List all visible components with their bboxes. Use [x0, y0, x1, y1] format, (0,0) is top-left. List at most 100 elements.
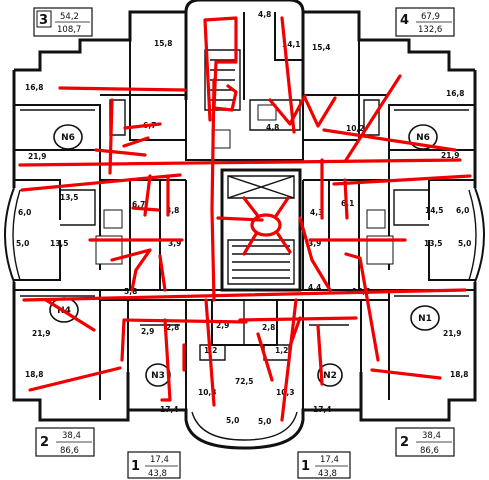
apartment-total-area: 43,8 — [318, 469, 337, 479]
room-area: 16,8 — [25, 83, 44, 92]
room-area: 1,2 — [275, 346, 288, 355]
room-area: 6,7 — [132, 200, 145, 209]
red-stroke — [344, 252, 380, 362]
red-stroke — [44, 298, 96, 332]
red-stroke — [288, 316, 302, 348]
room-area: 10,3 — [198, 388, 217, 397]
section-mark: N2 — [317, 363, 343, 387]
room-area: 2,9 — [141, 327, 154, 336]
room-area: 4,4 — [308, 283, 321, 292]
svg-text:N3: N3 — [151, 371, 165, 381]
apartment-living-area: 38,4 — [62, 431, 81, 441]
room-area: 2,9 — [216, 321, 229, 330]
svg-text:N6: N6 — [61, 133, 75, 143]
section-marks: N6 N6 N4 N1 N3 N2 — [49, 124, 440, 387]
apartment-box-1-left: 1 17,4 43,8 — [127, 451, 181, 479]
room-area: 5,8 — [124, 287, 137, 296]
red-markup — [18, 16, 472, 422]
apartment-living-area: 17,4 — [150, 455, 169, 465]
room-area: 15,4 — [312, 43, 331, 52]
room-area: 16,8 — [446, 89, 465, 98]
red-stroke — [298, 216, 332, 292]
svg-text:N2: N2 — [323, 371, 337, 381]
red-stroke — [160, 318, 172, 402]
room-area: 21,9 — [441, 151, 460, 160]
apartment-number: 1 — [131, 459, 140, 474]
room-area: 14,1 — [282, 40, 301, 49]
room-area: 15,8 — [154, 39, 173, 48]
room-area: 21,9 — [28, 152, 47, 161]
apartment-number: 1 — [301, 459, 310, 474]
room-area: 10,2 — [346, 124, 365, 133]
red-stroke — [131, 206, 160, 212]
red-stroke — [332, 174, 472, 186]
inner-walls — [14, 12, 475, 410]
red-stroke — [204, 298, 216, 407]
apartment-number: 4 — [400, 13, 409, 28]
room-area: 13,5 — [60, 193, 79, 202]
apartment-box-1-right: 1 17,4 43,8 — [297, 451, 351, 479]
room-area: 5,0 — [258, 417, 271, 426]
apartment-living-area: 17,4 — [320, 455, 339, 465]
apartment-box-3: 3 54,2 108,7 — [33, 7, 93, 37]
outer-walls — [4, 0, 485, 450]
room-area: 13,5 — [50, 239, 69, 248]
svg-text:N1: N1 — [418, 314, 432, 324]
apartment-total-area: 86,6 — [420, 446, 439, 456]
red-stroke — [316, 324, 324, 386]
apartment-living-area: 38,4 — [422, 431, 441, 441]
room-area: 4,3 — [310, 208, 323, 217]
apartment-total-area: 132,6 — [418, 25, 442, 35]
apartment-box-4: 4 67,9 132,6 — [395, 7, 455, 37]
room-area: 21,9 — [443, 329, 462, 338]
red-stroke — [370, 368, 442, 380]
room-area: 14,5 — [425, 206, 444, 215]
room-area: 21,9 — [32, 329, 51, 338]
red-stroke — [58, 86, 187, 92]
room-area: 5,0 — [16, 239, 29, 248]
apartment-number: 3 — [39, 13, 48, 28]
section-mark: N1 — [410, 305, 440, 331]
apartment-living-area: 67,9 — [421, 12, 440, 22]
red-stroke — [158, 254, 167, 292]
red-stroke — [280, 298, 298, 422]
room-area: 5,0 — [226, 416, 239, 425]
room-area: 17,4 — [313, 405, 332, 414]
apartment-total-area: 43,8 — [148, 469, 167, 479]
red-stroke — [18, 158, 462, 167]
red-stroke — [94, 148, 147, 157]
red-stroke — [210, 78, 216, 302]
svg-text:N6: N6 — [416, 133, 430, 143]
room-area: 18,8 — [450, 370, 469, 379]
room-area: 17,4 — [160, 405, 179, 414]
red-stroke — [268, 94, 307, 126]
red-stroke — [123, 122, 162, 130]
room-area: 72,5 — [235, 377, 254, 386]
apartment-box-2-right: 2 38,4 86,6 — [395, 427, 455, 457]
room-area: 6,0 — [456, 206, 469, 215]
red-stroke — [322, 128, 457, 152]
red-stroke — [203, 16, 238, 122]
room-area: 3,9 — [308, 239, 321, 248]
room-area: 2,8 — [262, 323, 275, 332]
room-area: 6,0 — [18, 208, 31, 217]
red-stroke — [122, 136, 150, 148]
room-area: 5,0 — [458, 239, 471, 248]
red-stroke — [303, 96, 337, 128]
red-stroke — [110, 248, 152, 292]
red-stroke — [20, 173, 182, 192]
apartment-living-area: 54,2 — [60, 12, 79, 22]
red-stroke — [28, 366, 122, 392]
room-area-labels: 4,8 15,8 14,1 15,4 16,8 16,8 6,7 4,8 10,… — [16, 10, 471, 426]
room-area: 4,8 — [258, 10, 271, 19]
apartment-total-area: 86,6 — [60, 446, 79, 456]
section-mark: N6 — [53, 124, 83, 150]
apartment-box-2-left: 2 38,4 86,6 — [35, 427, 95, 457]
room-area: 13,5 — [424, 239, 443, 248]
room-area: 2,8 — [166, 323, 179, 332]
red-stroke — [22, 288, 467, 302]
red-stroke — [280, 16, 296, 134]
room-area: 3,8 — [166, 206, 179, 215]
apartment-boxes: 3 54,2 108,7 4 67,9 132,6 2 38,4 86,6 2 … — [33, 7, 455, 479]
room-area: 18,8 — [25, 370, 44, 379]
